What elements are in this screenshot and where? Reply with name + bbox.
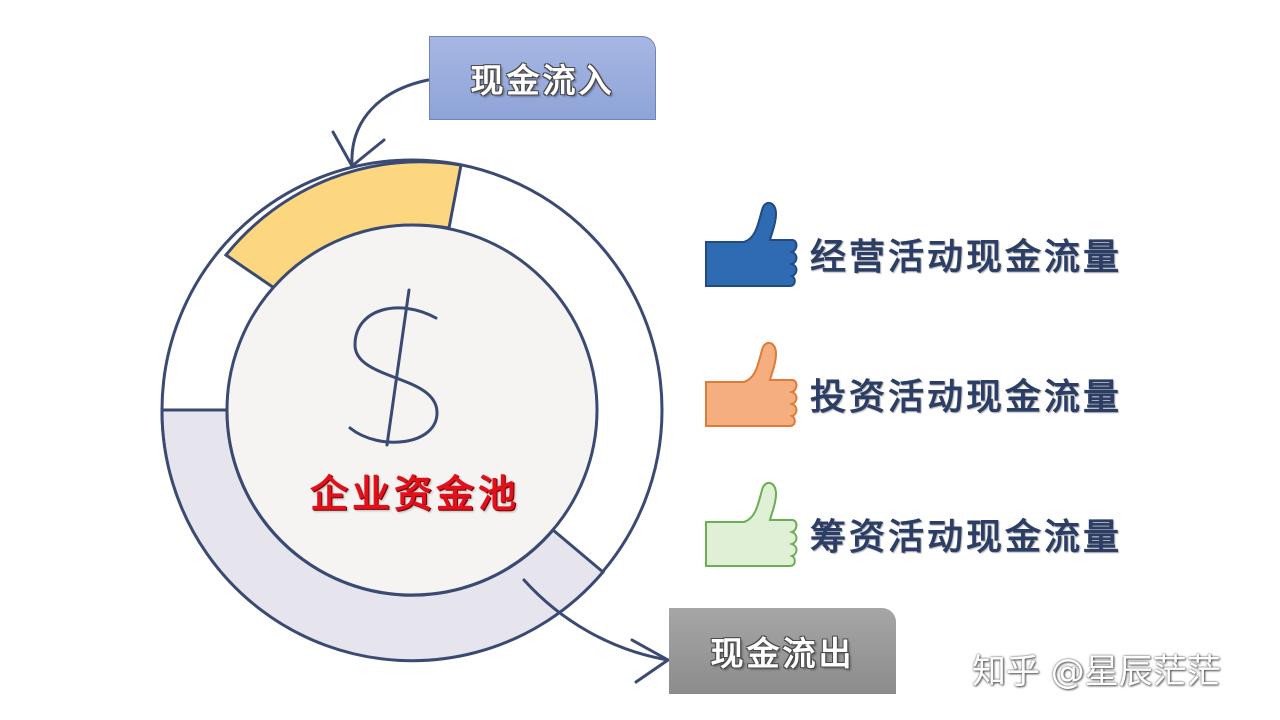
dollar-sign-icon	[348, 288, 439, 447]
legend-investing-label: 投资活动现金流量	[810, 377, 1123, 418]
thumbs-up-icon	[705, 202, 798, 287]
watermark: 知乎 @星辰茫茫	[972, 652, 1221, 692]
outflow-arrow	[522, 578, 671, 684]
legend-operating-label: 经营活动现金流量	[810, 237, 1123, 278]
cash-inflow-box: 现金流入	[429, 36, 656, 120]
enterprise-cash-pool-label: 企业资金池	[309, 472, 520, 516]
inner-circle	[225, 223, 599, 597]
legend-financing: 筹资活动现金流量	[700, 478, 1220, 573]
legend-financing-label: 筹资活动现金流量	[810, 517, 1123, 558]
legend-investing: 投资活动现金流量	[700, 338, 1220, 433]
thumbs-up-icon	[705, 482, 798, 567]
cash-outflow-box: 现金流出	[669, 608, 896, 694]
thumbs-up-icon	[705, 342, 798, 427]
inflow-arrow	[331, 78, 430, 169]
legend-operating: 经营活动现金流量	[700, 198, 1220, 293]
